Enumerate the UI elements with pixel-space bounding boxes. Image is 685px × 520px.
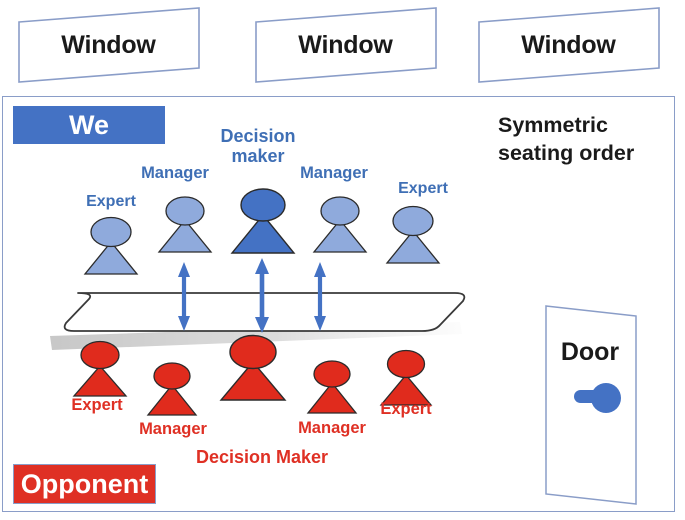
seating-note-line-1: Symmetric: [498, 113, 608, 137]
seating-note-line-2: seating order: [498, 140, 635, 165]
opponent-badge: Opponent: [13, 464, 156, 504]
window-label: Window: [61, 31, 156, 59]
door-label: Door: [560, 338, 620, 366]
we-label-manager-left: Manager: [141, 164, 209, 182]
person-figure-icon: [230, 188, 296, 254]
person-figure-icon: [379, 349, 433, 406]
window-shape-icon: [18, 7, 200, 83]
we-decision-maker-line-2: maker: [231, 146, 285, 167]
window-3: Window: [476, 6, 661, 84]
opponent-person-manager-right: [302, 358, 362, 416]
window-shape-icon: [255, 7, 437, 83]
door-handle-icon: [574, 383, 621, 413]
we-decision-maker-line-1: Decision: [220, 126, 296, 146]
opponent-person-expert-left: [68, 338, 132, 400]
we-person-expert-left: [79, 214, 143, 276]
door-shape-icon: [545, 305, 637, 505]
we-label-decision-maker: Decision maker: [208, 126, 308, 166]
window-1: Window: [16, 6, 201, 84]
we-person-decision-maker: [227, 186, 299, 256]
opponent-person-expert-right: [375, 348, 437, 408]
we-person-manager-left: [154, 194, 216, 254]
we-person-manager-right: [309, 194, 371, 254]
we-label-expert-left: Expert: [86, 193, 136, 210]
window-shape-icon: [478, 7, 660, 83]
person-figure-icon: [72, 340, 128, 397]
door-group: Door: [538, 298, 650, 510]
person-figure-icon: [385, 205, 441, 264]
person-figure-icon: [146, 362, 198, 416]
opponent-label-manager-right: Manager: [298, 419, 366, 437]
person-figure-icon: [83, 216, 139, 275]
we-badge: We: [13, 106, 165, 144]
opponent-label-expert-left: Expert: [71, 396, 123, 414]
window-label: Window: [521, 31, 616, 59]
we-label-manager-right: Manager: [300, 164, 368, 182]
person-figure-icon: [157, 196, 213, 253]
person-figure-icon: [312, 196, 368, 253]
we-person-expert-right: [381, 203, 445, 265]
symmetric-seating-note: Symmetric seating order: [498, 112, 678, 167]
opponent-label-manager-left: Manager: [139, 420, 207, 438]
window-2: Window: [253, 6, 438, 84]
opponent-person-manager-left: [142, 360, 202, 418]
opponent-label-expert-right: Expert: [380, 400, 432, 418]
we-label-expert-right: Expert: [398, 180, 448, 197]
window-label: Window: [298, 31, 393, 59]
opponent-person-decision-maker: [216, 332, 290, 404]
person-figure-icon: [219, 334, 287, 401]
opponent-label-decision-maker: Decision Maker: [195, 447, 329, 467]
person-figure-icon: [306, 360, 358, 414]
